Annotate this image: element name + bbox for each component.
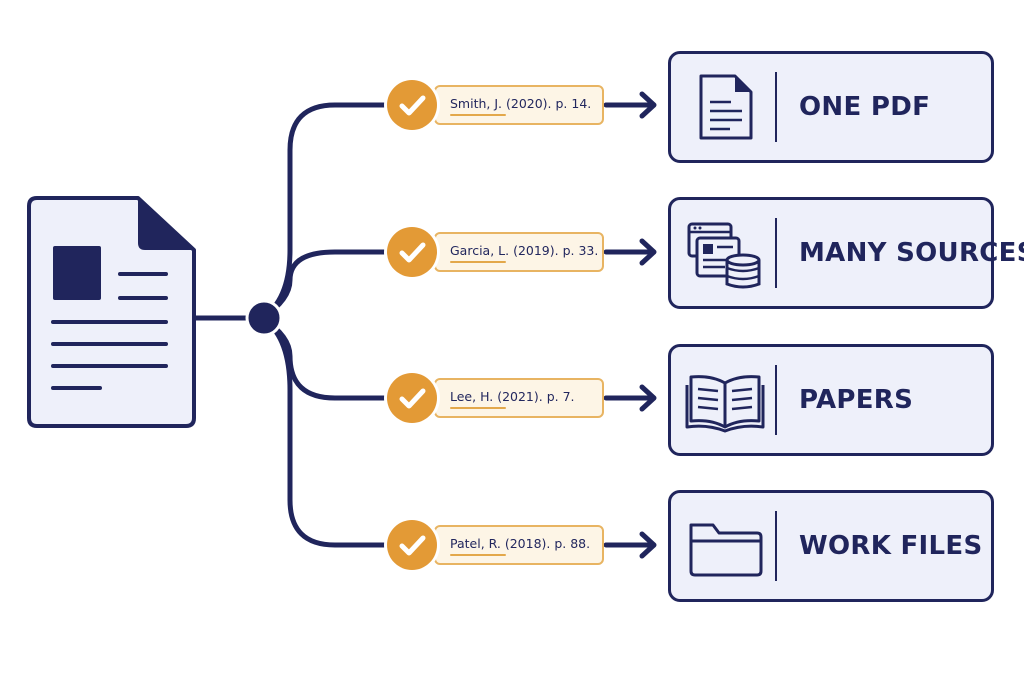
pdf-document-icon [699,74,753,140]
checkmark-icon [387,520,437,570]
citation-pill: Garcia, L. (2019). p. 33. [434,232,604,272]
arrow-1 [603,91,657,119]
citation-pill: Patel, R. (2018). p. 88. [434,525,604,565]
target-label: MANY SOURCES [799,238,1024,268]
citation-underline [450,261,506,263]
citation-text: Lee, H. (2021). p. 7. [450,389,575,404]
arrow-3 [603,384,657,412]
citation-underline [450,407,506,409]
open-book-icon [685,375,765,433]
citation-underline [450,114,506,116]
card-divider [775,72,777,142]
target-card-many-sources: MANY SOURCES [668,197,1024,309]
checkmark-icon [387,227,437,277]
card-divider [775,365,777,435]
card-divider [775,218,777,288]
target-label: PAPERS [799,385,914,415]
branch-line-4 [260,315,395,548]
citation-pill: Lee, H. (2021). p. 7. [434,378,604,418]
citation-text: Patel, R. (2018). p. 88. [450,536,591,551]
target-label: WORK FILES [799,531,983,561]
target-label: ONE PDF [799,92,931,122]
junction-node [245,299,283,337]
arrow-2 [603,238,657,266]
folder-icon [689,523,763,577]
citation-text: Garcia, L. (2019). p. 33. [450,243,599,258]
checkmark-icon [387,373,437,423]
target-card-one-pdf: ONE PDF [668,51,994,163]
branch-line-1 [260,102,395,321]
citation-underline [450,554,506,556]
card-divider [775,511,777,581]
source-document-icon [27,196,196,428]
browser-database-icon [687,222,761,289]
branch-line-3 [260,315,395,401]
target-card-papers: PAPERS [668,344,994,456]
checkmark-icon [387,80,437,130]
branch-line-2 [260,249,395,321]
arrow-4 [603,531,657,559]
target-card-work-files: WORK FILES [668,490,994,602]
citation-text: Smith, J. (2020). p. 14. [450,96,592,111]
citation-pill: Smith, J. (2020). p. 14. [434,85,604,125]
